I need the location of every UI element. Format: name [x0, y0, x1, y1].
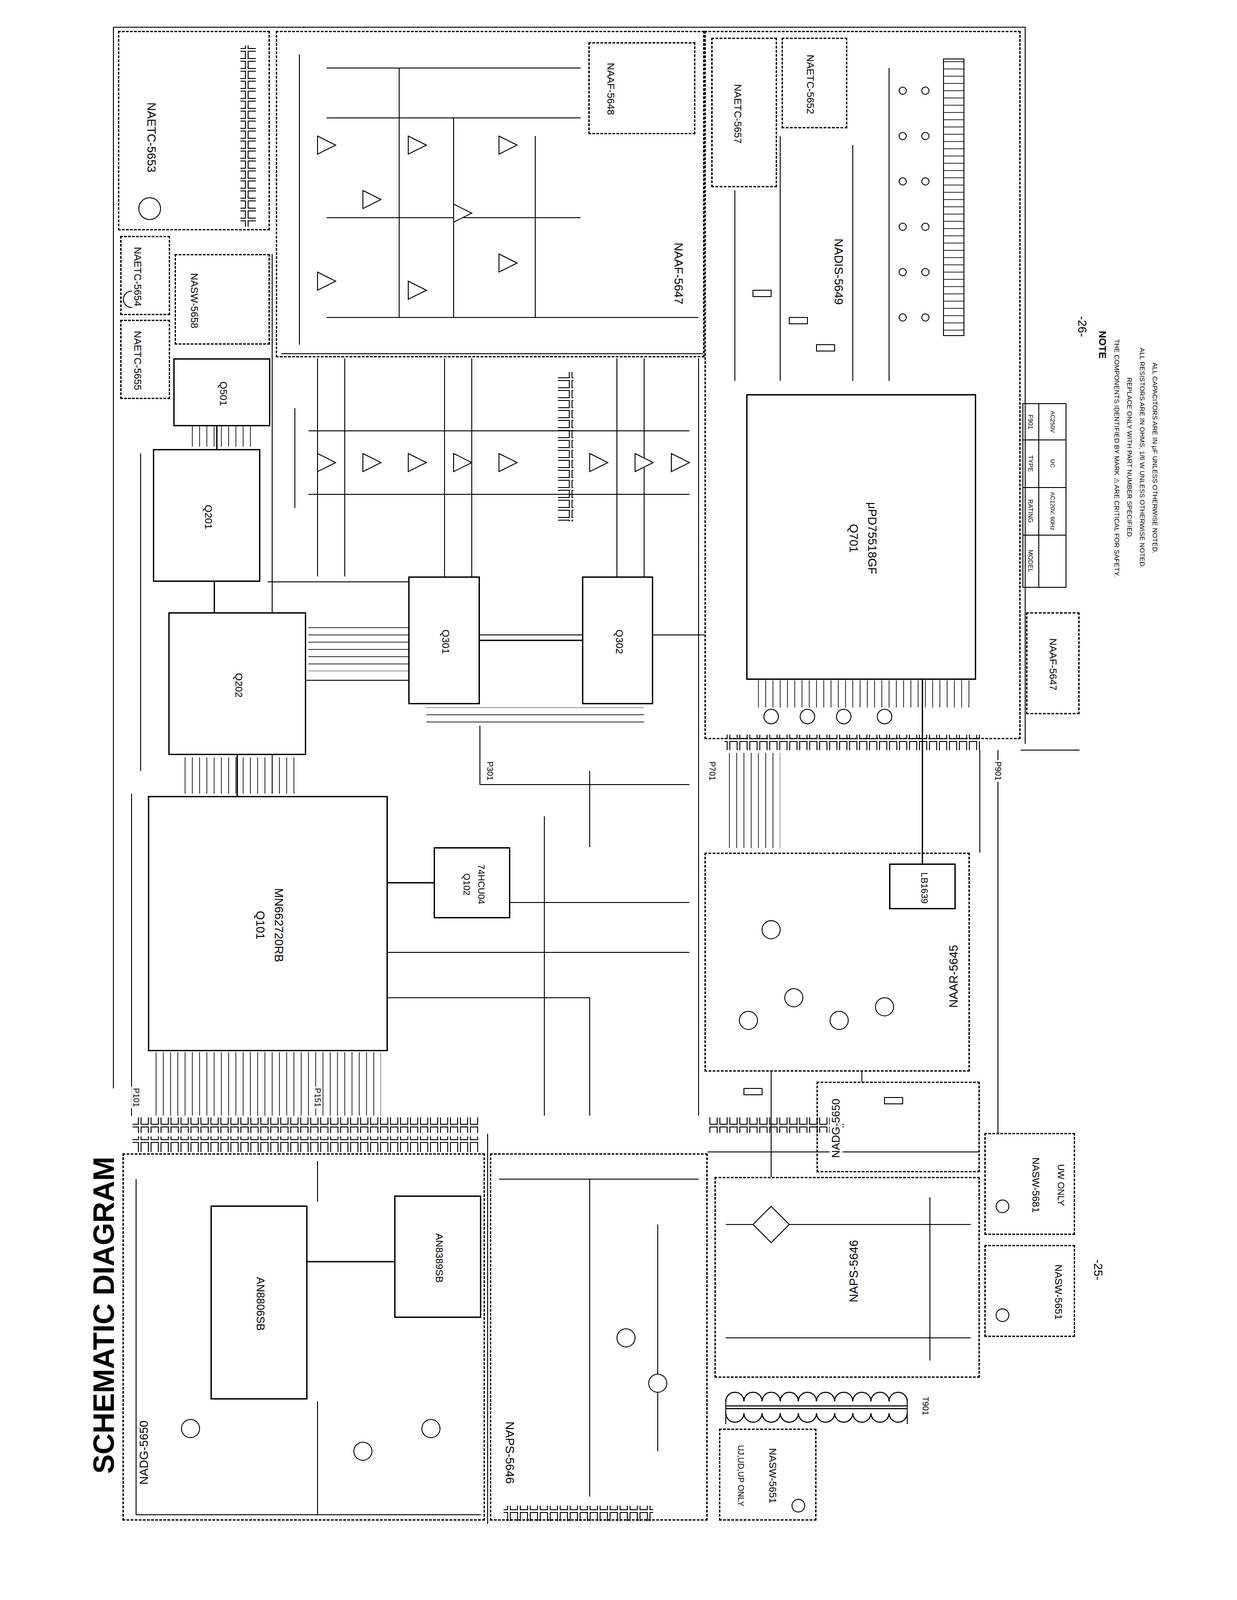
- board-name: NAAF-5647: [671, 241, 685, 306]
- label-text: P151: [312, 1086, 323, 1109]
- board-outline: NAAR-5645 LB1639: [704, 852, 970, 1072]
- label-text: ALL RESISTORS ARE IN OHMS, 1/6 W UNLESS …: [1138, 346, 1146, 571]
- board-outline: NAETC-5652: [781, 37, 848, 129]
- board-outline: NAETC-5657: [711, 37, 778, 188]
- board-name: NADIS-5649: [831, 237, 846, 307]
- label-text: -25-: [1090, 1258, 1105, 1282]
- label-text: AC250V: [1049, 409, 1057, 435]
- part-number: AN8806SB: [254, 1276, 267, 1333]
- label-text: P701: [707, 760, 718, 783]
- board-name: NAAF-5647: [1046, 637, 1059, 693]
- label-text: T901: [920, 1395, 931, 1417]
- board-name: NAETC-5652: [804, 53, 816, 116]
- wire-connector: [236, 755, 239, 797]
- ic-chip: AN8389SB: [394, 1195, 482, 1319]
- wire-connector: [216, 426, 218, 450]
- board-name: NAAR-5645: [947, 943, 961, 1010]
- board-outline: NAPS-5646: [714, 1177, 980, 1379]
- board-name: NAPS-5646: [502, 1420, 517, 1486]
- board-name: NAETC-5654: [131, 245, 143, 309]
- board-name: NASW-5658: [188, 271, 200, 330]
- label-text: F901: [1026, 413, 1035, 431]
- label-text: REPLACE ONLY WITH PART NUMBER SPECIFIED.: [1125, 376, 1134, 540]
- wires: [113, 27, 1080, 1525]
- ic-chip: LB1639: [889, 863, 956, 910]
- part-number: Q302: [613, 628, 625, 656]
- ic-chip: Q501: [173, 358, 271, 427]
- board-outline: NAAF-5648: [588, 42, 696, 135]
- board-outline: NAAF-5647 NAAF-5648: [275, 30, 705, 358]
- board-name: NAPS-5646: [847, 1238, 861, 1304]
- label-text: -26-: [1075, 314, 1089, 339]
- part-number: Q202: [232, 671, 245, 700]
- label-text: P101: [131, 1086, 142, 1109]
- board-name: NADG-5650: [829, 1097, 843, 1160]
- part-number: Q701: [846, 522, 861, 555]
- part-number: LB1639: [918, 870, 929, 905]
- label-text: TYPE: [1026, 454, 1035, 474]
- wire-connector: [307, 1261, 395, 1263]
- part-number: 74HCU04: [475, 863, 486, 906]
- board-outline: NAPS-5646: [489, 1153, 708, 1521]
- label-text: AC120V, 60Hz: [1049, 490, 1057, 533]
- ic-chip: AN8806SB: [210, 1205, 308, 1400]
- wire-connector: [921, 679, 924, 864]
- board-name: UJ,UD,UP ONLY: [736, 1443, 746, 1508]
- ic-chip: Q202: [168, 612, 307, 756]
- board-outline: NADG-5650 AN8806SB AN8389SB: [122, 1153, 485, 1521]
- table-grid: [1022, 403, 1066, 588]
- part-number: Q102: [460, 871, 472, 897]
- diagram-title: SCHEMATIC DIAGRAM: [87, 1155, 122, 1476]
- board-outline: NAETC-5653: [117, 30, 270, 231]
- wire-connector: [387, 882, 434, 884]
- transformer-symbol: [725, 1392, 908, 1423]
- board-name: NASW-5651: [1052, 1263, 1064, 1322]
- board-outline: NADIS-5649 NAETC-5657 NAETC-5652Q701 μPD755…: [704, 30, 1021, 740]
- ic-chip: Q201: [152, 449, 261, 582]
- board-outline: NASW-5658: [174, 254, 270, 345]
- board-outline: NASW-5651 UJ,UD,UP ONLY: [718, 1428, 817, 1521]
- board-name: NAETC-5657: [731, 83, 744, 146]
- part-number: MN662720RB: [271, 886, 286, 964]
- board-outline: NAAF-5647: [1026, 612, 1080, 715]
- label-text: THE COMPONENTS IDENTIFIED BY MARK ⚠ ARE …: [1112, 337, 1121, 579]
- label-text: MODEL: [1026, 548, 1035, 574]
- wire-connector: [479, 640, 582, 642]
- board-outline: NASW-5681 UW ONLY: [984, 1133, 1076, 1236]
- note-heading: NOTE: [1096, 329, 1108, 360]
- label-text: P901: [993, 760, 1003, 783]
- ic-chip: Q10274HCU04: [433, 847, 511, 919]
- board-outline: NAETC-5654: [120, 235, 171, 316]
- board-outline: NADG-5650: [816, 1081, 980, 1173]
- label-text: UC: [1049, 458, 1057, 470]
- component-symbols: [123, 58, 1009, 1513]
- board-name: NAETC-5655: [131, 329, 143, 392]
- board-name: NAETC-5653: [144, 101, 158, 175]
- part-number: μPD75518GF: [865, 500, 879, 577]
- board-name: NAAF-5648: [604, 61, 617, 117]
- board-name: NASW-5681: [1029, 1156, 1042, 1215]
- part-number: Q301: [439, 628, 451, 656]
- label-text: RATING: [1026, 498, 1035, 525]
- ic-chip: Q101 MN662720RB: [147, 796, 388, 1052]
- board-name: NASW-5651: [766, 1447, 778, 1506]
- wire-connector: [213, 581, 216, 613]
- connector-pins: [132, 45, 980, 1522]
- board-outline: NAETC-5655: [120, 319, 171, 400]
- label-text: ALL CAPACITORS ARE IN μF UNLESS OTHERWIS…: [1150, 361, 1159, 556]
- board-outline: NASW-5651: [984, 1245, 1076, 1338]
- board-name: UW ONLY: [1055, 1163, 1066, 1208]
- ic-chip: Q701 μPD75518GF: [746, 394, 977, 680]
- ic-chip: Q302: [581, 576, 654, 705]
- part-number: Q501: [217, 380, 229, 408]
- opamp-symbols: [317, 136, 690, 472]
- ic-chip: Q301: [408, 576, 480, 705]
- part-number: Q201: [202, 503, 214, 531]
- label-text: P301: [485, 760, 495, 783]
- board-name: NADG-5650: [137, 1419, 152, 1487]
- part-number: Q101: [253, 909, 267, 942]
- part-number: AN8389SB: [433, 1232, 445, 1285]
